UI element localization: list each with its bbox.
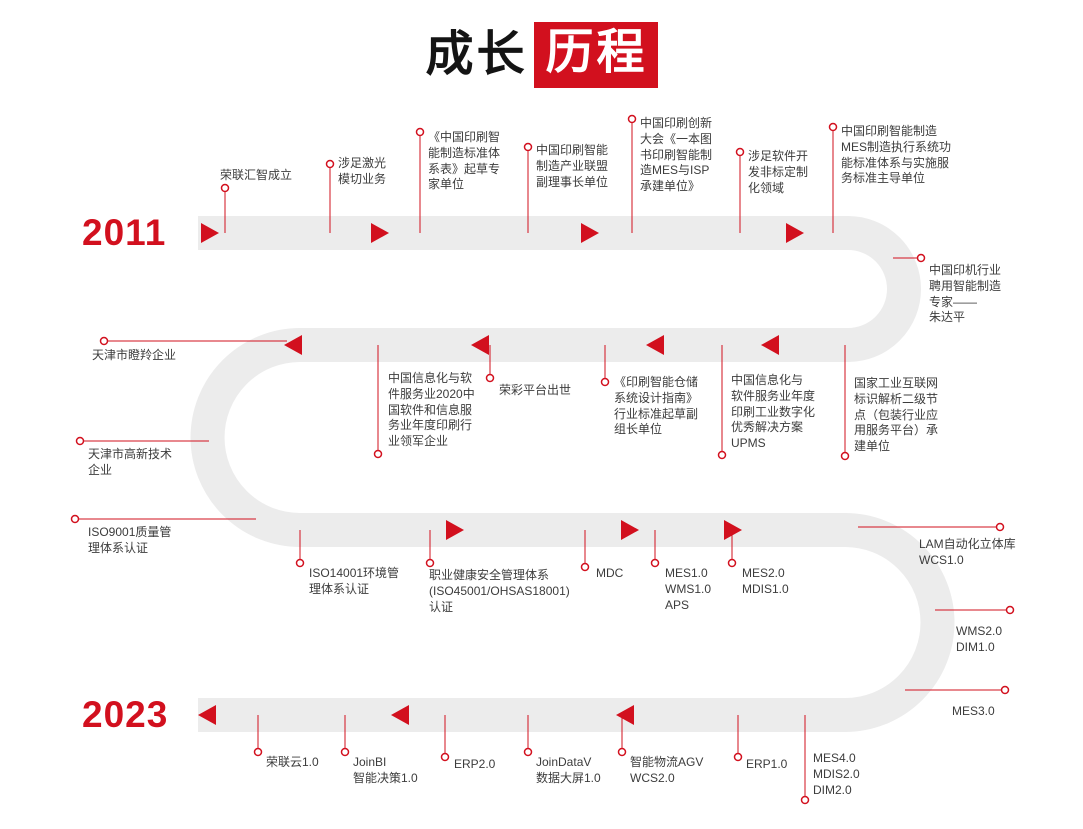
milestone-label: MES1.0 WMS1.0 APS	[665, 566, 712, 612]
milestone-stems	[79, 123, 1006, 796]
milestone-label: MES4.0 MDIS2.0 DIM2.0	[813, 751, 860, 797]
arrow-right-icon	[371, 223, 389, 243]
arrow-left-icon	[391, 705, 409, 725]
milestone-label: LAM自动化立体库 WCS1.0	[919, 537, 1016, 567]
title-text-red: 历程	[533, 22, 658, 88]
milestone-label: JoinDataV 数据大屏1.0	[536, 755, 601, 785]
milestone-label: 中国信息化与软 件服务业2020中 国软件和信息服 务业年度印刷行 业领军企业	[388, 371, 475, 449]
arrow-left-icon	[284, 335, 302, 355]
milestone-label: MDC	[596, 566, 624, 580]
milestone-label: 天津市瞪羚企业	[92, 348, 177, 362]
arrow-left-icon	[761, 335, 779, 355]
arrow-right-icon	[201, 223, 219, 243]
arrow-right-icon	[446, 520, 464, 540]
milestone-label: WMS2.0 DIM1.0	[956, 624, 1003, 654]
arrow-left-icon	[198, 705, 216, 725]
arrow-right-icon	[621, 520, 639, 540]
milestone-label: 涉足软件开 发非标定制 化领域	[748, 149, 809, 195]
title-text-black: 成长	[425, 28, 528, 81]
direction-arrows	[198, 223, 804, 725]
page-title: 成长 历程	[0, 22, 1083, 88]
milestone-label: 荣联汇智成立	[220, 168, 293, 182]
milestone-label: 天津市高新技术 企业	[88, 447, 173, 477]
timeline-track	[190, 216, 955, 732]
milestone-label: 职业健康安全管理体系 (ISO45001/OHSAS18001) 认证	[429, 568, 570, 614]
milestone-label: JoinBI 智能决策1.0	[353, 755, 418, 785]
milestone-dots	[70, 114, 1015, 805]
milestone-label: 荣彩平台出世	[499, 383, 572, 397]
milestone-label: 涉足激光 模切业务	[338, 156, 387, 186]
milestone-label: 《中国印刷智 能制造标准体 系表》起草专 家单位	[428, 130, 501, 192]
milestone-label: 中国印刷智能 制造产业联盟 副理事长单位	[536, 143, 609, 189]
milestone-label: ISO14001环境管 理体系认证	[309, 566, 400, 596]
milestone-label: 中国信息化与 软件服务业年度 印刷工业数字化 优秀解决方案 UPMS	[731, 373, 816, 451]
milestone-label: 中国印机行业 聘用智能制造 专家—— 朱达平	[929, 263, 1002, 325]
milestone-label: 《印刷智能仓储 系统设计指南》 行业标准起草副 组长单位	[614, 375, 699, 437]
arrow-right-icon	[786, 223, 804, 243]
milestone-label: 智能物流AGV WCS2.0	[630, 755, 704, 785]
milestone-label: 国家工业互联网 标识解析二级节 点（包装行业应 用服务平台）承 建单位	[854, 376, 939, 454]
milestone-label: ERP2.0	[454, 757, 496, 771]
arrow-right-icon	[724, 520, 742, 540]
arrow-right-icon	[581, 223, 599, 243]
milestone-label: MES2.0 MDIS1.0	[742, 566, 789, 596]
milestone-label: MES3.0	[952, 704, 995, 718]
arrow-left-icon	[616, 705, 634, 725]
arrow-left-icon	[646, 335, 664, 355]
year-end: 2023	[82, 694, 169, 735]
milestone-label: 中国印刷智能制造 MES制造执行系统功 能标准体系与实施服 务标准主导单位	[841, 124, 952, 186]
milestone-label: 荣联云1.0	[266, 755, 319, 769]
milestone-label: ERP1.0	[746, 757, 788, 771]
arrow-left-icon	[471, 335, 489, 355]
milestone-label: ISO9001质量管 理体系认证	[88, 525, 172, 555]
milestone-label: 中国印刷创新 大会《一本图 书印刷智能制 造MES与ISP 承建单位》	[640, 116, 713, 194]
year-start: 2011	[82, 212, 167, 253]
